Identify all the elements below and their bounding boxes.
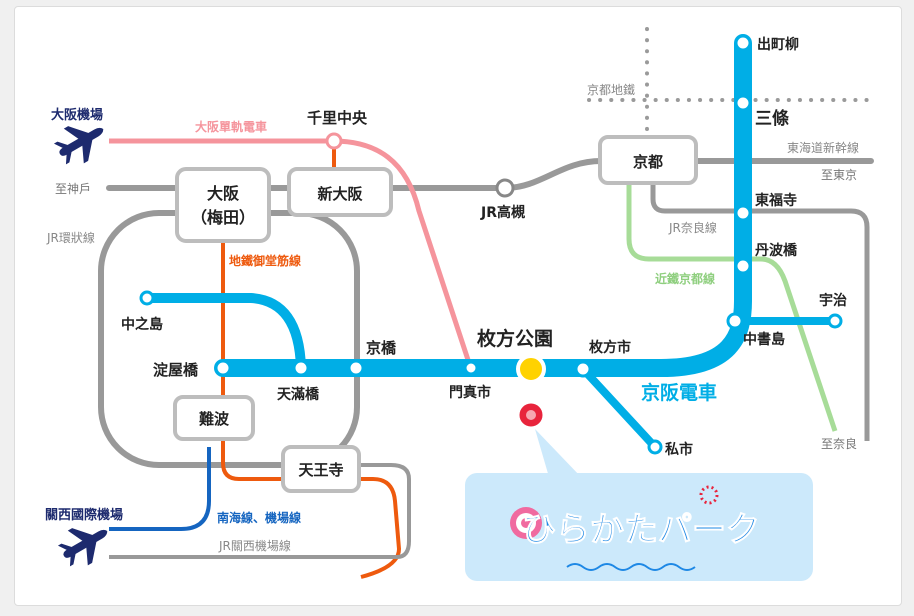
- label-demachiyanagi: 出町柳: [757, 36, 799, 53]
- svg-text:大阪機場: 大阪機場: [51, 107, 103, 123]
- hirakatakoen-station-marker: [516, 354, 546, 384]
- line-label-jr-kansai-airport: JR關西機場線: [218, 538, 291, 553]
- station-box-namba: 難波: [173, 395, 255, 441]
- label-kisaichi: 私市: [665, 441, 693, 458]
- line-label-tokaido-shinkansen: 東海道新幹線: [787, 140, 859, 155]
- line-label-kyoto-subway: 京都地鐵: [587, 82, 635, 97]
- nankai-line: [109, 447, 211, 531]
- station-box-tennoji: 天王寺: [281, 445, 361, 493]
- svg-text:關西國際機場: 關西國際機場: [45, 507, 123, 523]
- kyoto-subway-line: [587, 27, 873, 143]
- svg-text:新大阪: 新大阪: [317, 185, 363, 203]
- wave-icon: [566, 563, 696, 571]
- label-nakanoshima: 中之島: [121, 316, 163, 333]
- line-label-midosuji: 地鐵御堂筋線: [229, 253, 301, 268]
- station-box-kyoto: 京都: [598, 135, 698, 185]
- airplane-icon: [57, 528, 108, 567]
- route-map-svg: 大阪 （梅田） 新大阪 京都 難波 天王寺 出町柳 三條 東福寺 丹波橋 宇治 …: [45, 27, 874, 581]
- label-sanjo: 三條: [755, 108, 789, 129]
- label-senri-chuo: 千里中央: [307, 109, 368, 127]
- label-jr-takatsuki: JR高槻: [480, 204, 525, 221]
- route-map: 大阪 （梅田） 新大阪 京都 難波 天王寺 出町柳 三條 東福寺 丹波橋 宇治 …: [14, 6, 902, 606]
- line-label-jr-loop: JR環狀線: [46, 230, 95, 245]
- station-box-osaka: 大阪 （梅田）: [175, 167, 271, 243]
- kintetsu-kyoto-line: [626, 176, 838, 432]
- direction-to-nara: 至奈良: [821, 436, 857, 451]
- park-location-marker: [516, 400, 546, 430]
- label-kyobashi: 京橋: [366, 339, 397, 357]
- park-logo-callout: ひらかたパーク: [465, 429, 813, 581]
- svg-text:京都: 京都: [633, 153, 663, 171]
- line-label-monorail: 大阪單軌電車: [195, 119, 267, 134]
- label-tofukuji: 東福寺: [755, 192, 797, 209]
- label-chushojima: 中書島: [743, 331, 785, 348]
- jr-nara-line: [650, 176, 870, 441]
- line-label-nankai: 南海線、機場線: [217, 510, 301, 525]
- direction-to-kobe: 至神戶: [55, 182, 91, 196]
- svg-text:（梅田）: （梅田）: [191, 208, 255, 227]
- kansai-airport: 關西國際機場: [45, 507, 123, 567]
- label-temmabashi: 天滿橋: [277, 386, 320, 403]
- flower-icon: [510, 507, 542, 539]
- direction-to-tokyo: 至東京: [821, 168, 857, 182]
- airplane-icon: [53, 126, 104, 165]
- label-hirakatashi: 枚方市: [589, 339, 631, 356]
- label-kadomashi: 門真市: [449, 384, 491, 401]
- line-label-keihan: 京阪電車: [641, 381, 717, 404]
- label-yodoyabashi: 淀屋橋: [153, 361, 199, 379]
- line-label-kintetsu-kyoto: 近鐵京都線: [655, 271, 715, 286]
- station-markers: [139, 34, 843, 455]
- svg-text:難波: 難波: [199, 410, 230, 428]
- keihan-line: [142, 34, 839, 451]
- park-logo-text: ひらかたパーク: [522, 510, 760, 550]
- svg-text:大阪: 大阪: [207, 184, 240, 203]
- line-label-jr-nara: JR奈良線: [668, 220, 717, 235]
- station-box-shin-osaka: 新大阪: [287, 167, 393, 217]
- osaka-airport: 大阪機場: [51, 107, 104, 165]
- sun-icon: [699, 485, 719, 505]
- label-tanbabashi: 丹波橋: [755, 242, 798, 259]
- label-uji: 宇治: [819, 292, 847, 309]
- label-hirakatakoen: 枚方公園: [477, 327, 553, 350]
- jr-kansai-airport-line: [109, 463, 411, 559]
- station-labels: 出町柳 三條 東福寺 丹波橋 宇治 中書島 千里中央 JR高槻 中之島 淀屋橋 …: [121, 36, 847, 458]
- svg-text:天王寺: 天王寺: [298, 461, 343, 479]
